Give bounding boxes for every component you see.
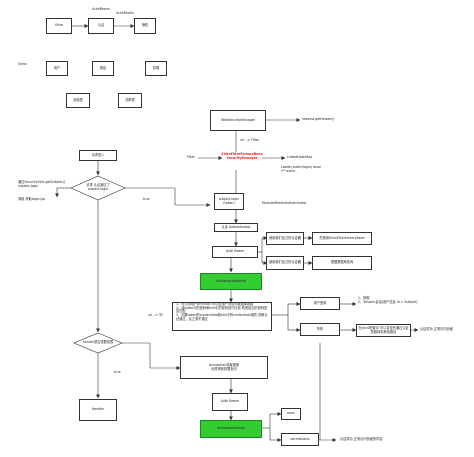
node-auth-realm-2: Auth Realm (212, 393, 248, 411)
url-label-2: url --> 列 (148, 313, 163, 317)
node-authentication: 认证 (88, 18, 114, 34)
node-fail-note: 在shiro配置中 可以将没有通过认证的跳转到其他路径 (356, 324, 411, 337)
side-note-1: 通过SecurityUtils.getSubject() subject.log… (18, 180, 66, 188)
shiro-filter-factory-label: ShiroFilterFactoryBean SecurityManager (221, 152, 263, 160)
filter-label: Filter (187, 155, 195, 159)
node-relation-table: 关联表 (118, 93, 142, 108)
node-user: 用户 (46, 61, 68, 76)
node-fail: 失败 (300, 323, 340, 336)
node-authentication-info: AuthenticationInfo (200, 273, 262, 290)
node-permissions: permissions (281, 433, 319, 446)
node-authorization: 授权 (134, 18, 156, 34)
node-realm-item-2-result: 根据数据库查询 (312, 256, 372, 270)
shiro-section-label: Shiro: (18, 62, 28, 66)
true-label-1: true (143, 197, 150, 201)
request-label: request.getHeader() (302, 117, 335, 121)
node-login-success: 用户登录 (300, 297, 340, 310)
node-authorization-info: AuthorizationInfo (200, 420, 262, 438)
node-annotation: Annotation或者配置 标签得到权限标识 (180, 356, 268, 379)
success-page-label: 认证成功 正常访问页面 (420, 327, 453, 331)
url-filter-label: url --> Filter (240, 138, 260, 142)
node-subject-login: subject.login (token) (214, 193, 244, 210)
node-request-entry: 请求进入 (79, 150, 117, 161)
decision1-text: 请求 认证通过了 subject.login (86, 183, 110, 191)
node-role: 角色 (92, 61, 114, 76)
decision2-text: hander是否需要权限 (82, 340, 114, 345)
node-resource-table: 资源表 (66, 93, 90, 108)
node-realm-item-1: 使用我们自己的认证器 (266, 232, 304, 245)
node-permission: 权限 (145, 61, 167, 76)
node-info-description: 1、可以是用户principal 可以是用户对应的数据库数据 2、将token中… (172, 302, 272, 331)
node-security-manager: WebSecurityManager (210, 110, 266, 131)
node-shiro: Shiro (46, 18, 72, 34)
arrow1-label: AuthRealm (92, 7, 110, 11)
node-auth-realm: Auth Realm (212, 246, 258, 258)
node-authenticator: 认证 Authenticator (214, 223, 258, 232)
node-realm-item-2: 使用我们自己的认证器 (266, 256, 304, 270)
chain-label: LinkedHashMap (287, 155, 313, 159)
node-realm-item-1-result: 先调用ShiroFilterFactoryBean (312, 232, 372, 245)
login-note: 1、授权 2、Session会话(用户信息 id > Subject) (358, 296, 418, 304)
modular-authenticator-label: ModularRealmAuthenticator (262, 201, 307, 205)
arrow2-label: AuthRealm (116, 11, 134, 15)
node-roles: roles (281, 408, 301, 420)
true-label-2: true (114, 370, 121, 374)
chain-note: Loader,authc(login) anon /** authc (281, 165, 322, 173)
node-handler: Handler (79, 399, 117, 421)
success-page-2-label: 认证成功 正常访问页面的内容 (340, 437, 383, 441)
side-note-2: 调用 获取login.jsp (18, 197, 46, 201)
